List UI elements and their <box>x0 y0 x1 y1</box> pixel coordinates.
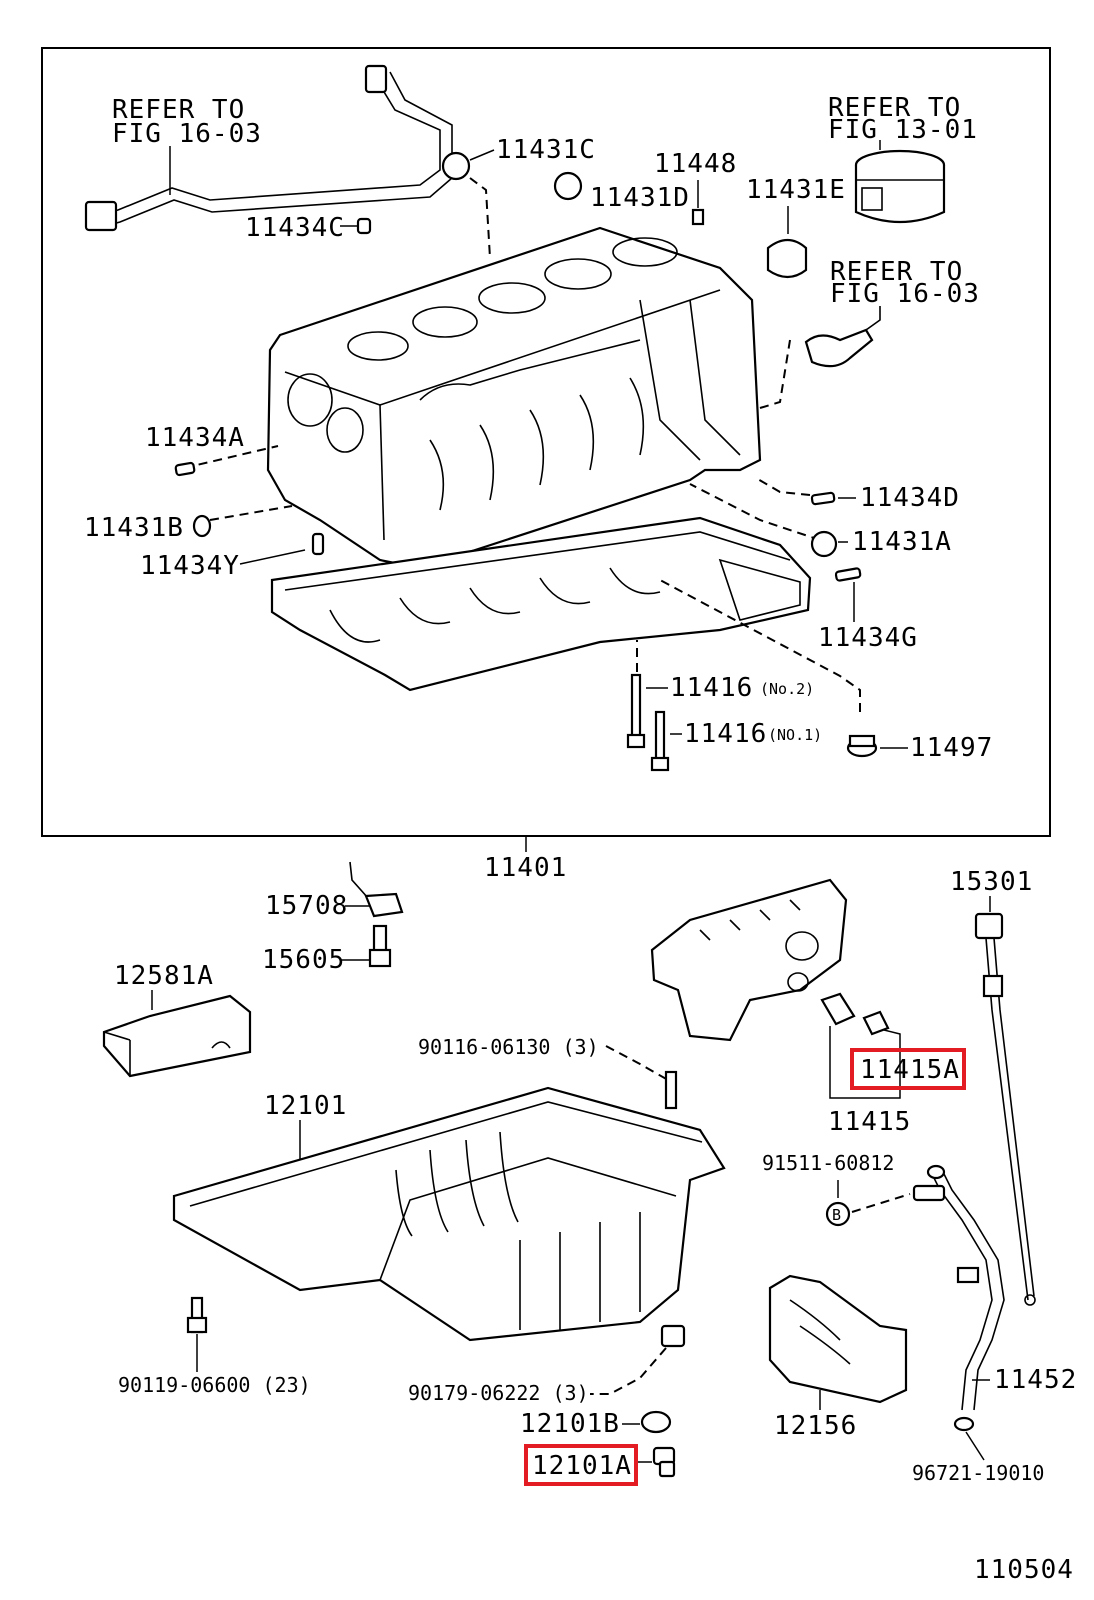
label-11448: 11448 <box>654 149 737 179</box>
label-11431c: 11431C <box>496 135 596 165</box>
label-12581a: 12581A <box>114 961 214 991</box>
bolt-11416-no2 <box>626 673 646 749</box>
label-12156: 12156 <box>774 1411 857 1441</box>
svg-text:B: B <box>832 1206 841 1224</box>
label-11416-no1-note: (NO.1) <box>768 726 822 744</box>
label-11416-no1: 11416 <box>684 719 767 749</box>
label-11431e: 11431E <box>746 175 846 205</box>
stud-90116 <box>664 1070 678 1110</box>
crankcase-bedplate <box>270 516 812 692</box>
label-15605: 15605 <box>262 945 345 975</box>
svg-text:REFER TO: REFER TO <box>828 93 961 123</box>
label-11431d: 11431D <box>590 183 690 213</box>
label-11434d: 11434D <box>860 483 960 513</box>
plug-11431b <box>192 514 212 538</box>
pin-11434a <box>174 461 196 477</box>
pin-11434y <box>311 532 325 556</box>
svg-text:FIG 16-03: FIG 16-03 <box>112 119 262 149</box>
sensor-icon <box>804 306 881 368</box>
label-12101: 12101 <box>264 1091 347 1121</box>
dipstick-15301 <box>974 912 1036 1306</box>
label-11416-no2-note: (No.2) <box>760 680 814 698</box>
svg-text:REFER TO: REFER TO <box>112 95 245 125</box>
drain-plug-12101a <box>652 1446 676 1478</box>
ref-fig-13-01: REFER TO FIG 13-01 <box>828 93 978 145</box>
label-15301: 15301 <box>950 867 1033 897</box>
dipstick-guide-11452 <box>912 1164 1005 1411</box>
label-11434y: 11434Y <box>140 551 240 581</box>
pin-11434c <box>356 217 372 235</box>
cylinder-block <box>266 226 762 570</box>
label-11452: 11452 <box>994 1365 1077 1395</box>
piston-icon <box>854 149 946 224</box>
oil-pipe-part <box>84 64 453 232</box>
highlight-12101a <box>524 1444 638 1486</box>
oil-strainer-housing <box>650 878 848 1042</box>
label-11415: 11415 <box>828 1107 911 1137</box>
label-90119-06600: 90119-06600 (23) <box>118 1373 311 1397</box>
label-15708: 15708 <box>265 891 348 921</box>
label-90116-06130: 90116-06130 (3) <box>418 1035 599 1059</box>
label-90179-06222: 90179-06222 (3) <box>408 1381 589 1405</box>
pin-11434d <box>810 491 836 506</box>
label-11416-no2: 11416 <box>670 673 753 703</box>
pin-11434g <box>834 567 862 582</box>
bolt-90119 <box>186 1296 208 1334</box>
label-11497: 11497 <box>910 733 993 763</box>
block-group-frame <box>41 47 1051 837</box>
bolt-15605 <box>368 924 392 968</box>
label-96721-19010: 96721-19010 <box>912 1461 1044 1485</box>
label-11431b: 11431B <box>84 513 184 543</box>
label-11415a: 11415A <box>860 1055 960 1085</box>
figure-number: 110504 <box>974 1555 1074 1585</box>
oil-pan-12101 <box>172 1086 726 1342</box>
plug-11431a <box>810 530 838 558</box>
label-91511-60812: 91511-60812 <box>762 1151 894 1175</box>
svg-text:FIG 16-03: FIG 16-03 <box>830 279 980 309</box>
nut-90179 <box>660 1324 686 1348</box>
bolt-symbol-b: B <box>825 1201 851 1227</box>
svg-text:REFER TO: REFER TO <box>830 257 963 287</box>
label-11434a: 11434A <box>145 423 245 453</box>
baffle-plate-12581a <box>102 994 252 1078</box>
svg-text:FIG 13-01: FIG 13-01 <box>828 115 978 145</box>
plug-11431e <box>766 238 808 279</box>
plug-11431d <box>553 171 583 201</box>
ref-fig-16-03-a: REFER TO FIG 16-03 <box>112 95 262 149</box>
highlight-11415a <box>850 1048 966 1090</box>
plug-11415 <box>820 992 890 1036</box>
label-12101a: 12101A <box>532 1451 632 1481</box>
oil-pan-no2-12156 <box>768 1274 908 1404</box>
label-11401-assembly: 11401 <box>484 853 567 883</box>
plug-11497 <box>846 734 878 758</box>
label-11431a: 11431A <box>852 527 952 557</box>
label-12101b: 12101B <box>520 1409 620 1439</box>
label-11434g: 11434G <box>818 623 918 653</box>
ref-fig-16-03-c: REFER TO FIG 16-03 <box>830 257 980 309</box>
pin-11448 <box>691 208 705 226</box>
oil-level-sensor-15708 <box>349 861 404 918</box>
o-ring-96721 <box>953 1416 975 1432</box>
plug-11431c <box>441 151 471 181</box>
gasket-12101b <box>640 1410 672 1434</box>
bolt-11416-no1 <box>650 710 670 772</box>
label-11434c: 11434C <box>245 213 345 243</box>
